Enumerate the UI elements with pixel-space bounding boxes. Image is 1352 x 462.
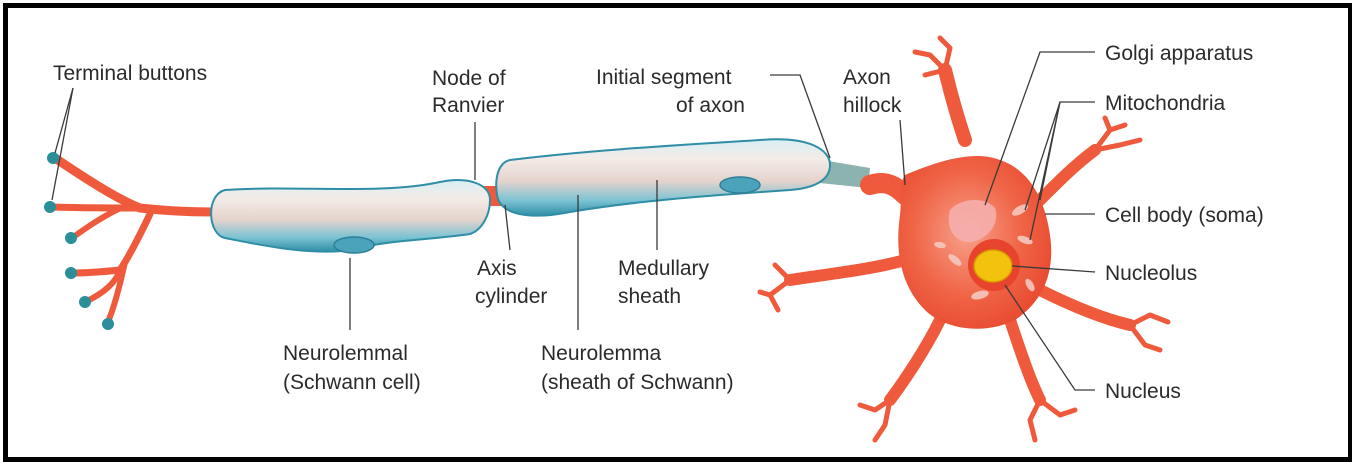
label-golgi-apparatus: Golgi apparatus xyxy=(1105,42,1253,65)
label-axon-hillock-line1: Axon xyxy=(843,66,891,89)
label-medullary-sheath-line1: Medullary xyxy=(618,257,710,280)
label-axis-cylinder-line2: cylinder xyxy=(475,285,547,308)
label-nucleolus: Nucleolus xyxy=(1105,262,1197,285)
label-terminal-buttons: Terminal buttons xyxy=(53,62,207,85)
label-neurolemma-line1: Neurolemma xyxy=(541,342,662,365)
label-axon-hillock-line2: hillock xyxy=(843,94,902,117)
label-node-of-ranvier-line2: Ranvier xyxy=(432,94,504,117)
myelin-sheath-segment-1 xyxy=(211,180,490,253)
label-neurolemmal-line2: (Schwann cell) xyxy=(283,371,421,394)
myelin-sheath-segment-2 xyxy=(496,139,830,215)
nucleolus-shape xyxy=(974,250,1012,282)
label-neurolemmal-line1: Neurolemmal xyxy=(283,342,408,365)
label-initial-segment-line2: of axon xyxy=(676,94,745,117)
label-medullary-sheath-line2: sheath xyxy=(618,285,681,308)
label-node-of-ranvier-line1: Node of xyxy=(432,67,506,90)
label-initial-segment-line1: Initial segment xyxy=(596,66,732,89)
label-neurolemma-line2: (sheath of Schwann) xyxy=(541,371,734,394)
label-axis-cylinder-line1: Axis xyxy=(477,257,517,280)
label-cell-body: Cell body (soma) xyxy=(1105,204,1264,227)
label-mitochondria: Mitochondria xyxy=(1105,92,1226,115)
label-nucleus: Nucleus xyxy=(1105,380,1181,403)
